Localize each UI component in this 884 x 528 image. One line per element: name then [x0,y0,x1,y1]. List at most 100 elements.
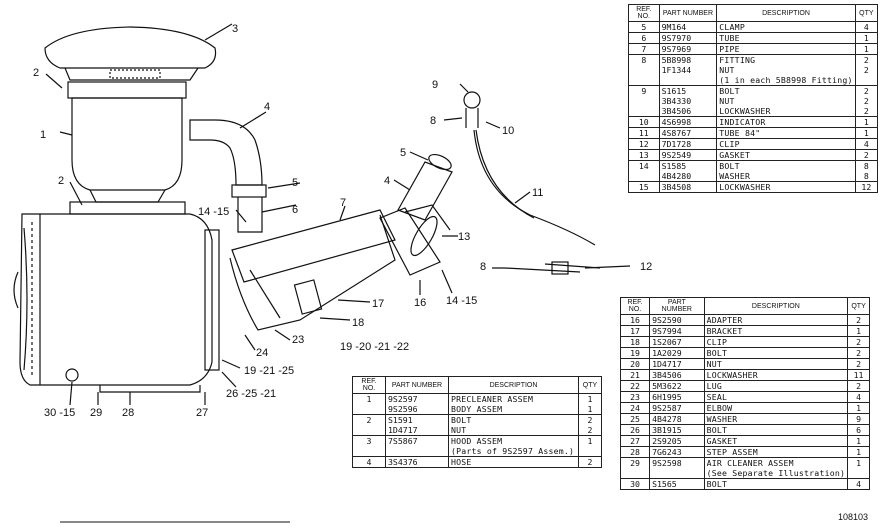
cell-ref: 21 [619,369,651,381]
cell-ref: 13 [628,149,660,161]
cell-ref: 14 [628,160,660,171]
cell-ref: 12 [628,138,660,150]
cell-desc: BOLT [448,414,579,425]
cell-part: 1A2029 [649,347,705,359]
cell-ref: 8 [628,54,660,65]
cell-desc: (See Separate Illustration) [703,468,849,479]
cell-part: 3B4508 [658,181,718,193]
callout-4: 4 [264,101,270,113]
cell-ref: 19 [619,347,651,359]
cell-part: 9S7969 [658,43,718,55]
parts-row: (See Separate Illustration) [619,468,870,479]
header-qty: QTY [578,376,602,394]
cell-ref: 18 [619,336,651,348]
cell-part: 6H1995 [649,391,705,403]
cell-desc: WASHER [716,171,856,182]
cell-desc: TUBE [716,32,856,44]
cell-part: 3B4506 [658,106,718,117]
cell-part: 9S2587 [649,402,705,414]
elbow [229,214,396,331]
cell-desc: BOLT [703,424,849,436]
cell-ref [628,75,660,86]
cell-part: 9S7994 [649,325,705,337]
cell-desc: HOOD ASSEM [448,435,579,446]
cell-qty: 1 [847,325,870,337]
callout-13: 13 [458,231,470,243]
cell-qty [578,446,602,457]
hose-right [397,161,453,221]
cell-part: 5B8998 [658,54,718,65]
cell-desc: GASKET [716,149,856,161]
cell-ref: 23 [619,391,651,403]
cell-ref [352,425,386,436]
cell-ref: 7 [628,43,660,55]
cell-qty: 1 [854,43,879,55]
callout-4: 4 [384,175,390,187]
cell-part: 7S5867 [385,435,449,446]
parts-row: (Parts of 9S2597 Assem.) [352,446,602,457]
cell-part: 3S4376 [385,456,449,468]
cell-desc: LOCKWASHER [716,181,856,193]
cell-desc: CLIP [703,336,849,348]
cell-ref [352,446,386,457]
cell-desc: ELBOW [703,402,849,414]
callout-5: 5 [292,177,298,189]
cell-qty: 1 [847,446,870,458]
cell-qty: 2 [847,336,870,348]
callout-6: 6 [292,204,298,216]
cell-ref: 9 [628,85,660,96]
header-desc: DESCRIPTION [703,297,849,315]
cell-part: 7D1728 [658,138,718,150]
cell-desc: NUT [716,65,856,75]
cell-qty: 8 [854,160,879,171]
header-ref: REF. NO. [352,376,386,394]
callout-10: 10 [502,125,514,137]
indicator-tube [473,129,596,246]
callout-14-15: 14 -15 [198,206,229,218]
cell-ref: 25 [619,413,651,425]
cell-part: 7G6243 [649,446,705,458]
cell-ref [628,96,660,106]
cell-qty: 2 [847,358,870,370]
cell-ref: 22 [619,380,651,392]
cell-part: S1615 [658,85,718,96]
callout-26-25-21: 26 -25 -21 [226,388,276,400]
cell-qty: 2 [854,149,879,161]
callout-29: 29 [90,407,102,419]
callout-30-15: 30 -15 [44,407,75,419]
cell-part: 1F1344 [658,65,718,75]
cell-ref: 26 [619,424,651,436]
cell-qty: 2 [854,65,879,75]
cell-part: S1585 [658,160,718,171]
cell-part: 9S2596 [385,404,449,415]
cell-qty: 2 [854,96,879,106]
cell-desc: BOLT [716,85,856,96]
cell-desc: (Parts of 9S2597 Assem.) [448,446,579,457]
cell-desc: LOCKWASHER [716,106,856,117]
cell-part: S1565 [649,478,705,490]
cell-qty: 6 [847,424,870,436]
cell-desc: STEP ASSEM [703,446,849,458]
cell-ref: 1 [352,393,386,404]
cell-desc: AIR CLEANER ASSEM [703,457,849,468]
callout-1: 1 [40,129,46,141]
cell-desc: SEAL [703,391,849,403]
cell-qty: 2 [847,347,870,359]
cell-ref: 29 [619,457,651,468]
cell-qty: 1 [854,116,879,128]
